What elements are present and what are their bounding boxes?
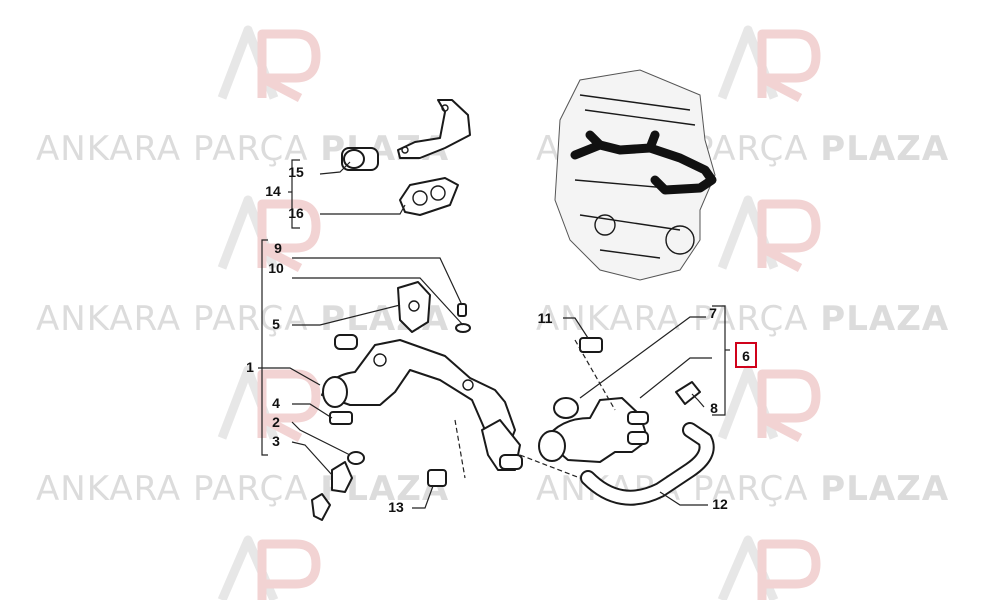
watermark-logo <box>217 535 321 600</box>
part-4-bolt <box>329 411 353 425</box>
watermark-text: ANKARA PARÇA PLAZA <box>36 299 449 339</box>
part-12-hose <box>580 422 715 506</box>
callout-4: 4 <box>272 395 280 411</box>
part-16-flange <box>399 177 459 216</box>
watermark-logo <box>717 365 821 442</box>
alignment-lines <box>454 339 616 479</box>
callout-10: 10 <box>268 260 284 276</box>
part-bracket <box>397 99 471 159</box>
watermark-logo <box>717 25 821 102</box>
callout-labels: 15 14 16 9 10 5 1 4 2 3 11 7 6 8 12 13 <box>246 164 757 515</box>
part-13-bolt <box>427 469 447 487</box>
leader-lines <box>258 159 730 509</box>
callout-5: 5 <box>272 316 280 332</box>
part-small-fitting <box>311 493 331 521</box>
part-8-sensor <box>675 381 701 405</box>
callout-15: 15 <box>288 164 304 180</box>
callout-9: 9 <box>274 240 282 256</box>
watermark-logo <box>717 535 821 600</box>
callout-12: 12 <box>712 496 728 512</box>
highlight-box <box>735 342 757 368</box>
part-2-oring <box>347 451 365 465</box>
part-15-clamp <box>341 147 379 171</box>
part-11-plug <box>579 337 603 353</box>
part-5-gasket <box>397 281 431 333</box>
part-1-water-pipe <box>321 334 523 471</box>
part-6-thermostat-housing <box>538 397 649 463</box>
watermark-text: ANKARA PARÇA PLAZA <box>36 129 449 169</box>
callout-13: 13 <box>388 499 404 515</box>
callout-3: 3 <box>272 433 280 449</box>
part-9-bolt <box>457 303 467 317</box>
callout-14: 14 <box>265 183 281 199</box>
part-7-oring <box>553 397 579 419</box>
watermark-logo <box>217 195 321 272</box>
callout-11: 11 <box>538 310 553 326</box>
watermark-layer: ANKARA PARÇA PLAZA ANKARA PARÇA PLAZA AN… <box>36 25 949 600</box>
callout-6: 6 <box>742 348 750 364</box>
callout-7: 7 <box>709 305 717 321</box>
engine-thumbnail <box>554 69 717 281</box>
callout-8: 8 <box>710 400 718 416</box>
callout-1: 1 <box>246 359 254 375</box>
callout-16: 16 <box>288 205 304 221</box>
watermark-text: ANKARA PARÇA PLAZA <box>536 299 949 339</box>
callout-2: 2 <box>272 414 280 430</box>
watermark-text: ANKARA PARÇA PLAZA <box>36 469 449 509</box>
watermark-logo <box>217 25 321 102</box>
watermark-logo <box>717 195 821 272</box>
part-10-washer <box>455 323 471 333</box>
part-3-sensor <box>331 461 353 493</box>
